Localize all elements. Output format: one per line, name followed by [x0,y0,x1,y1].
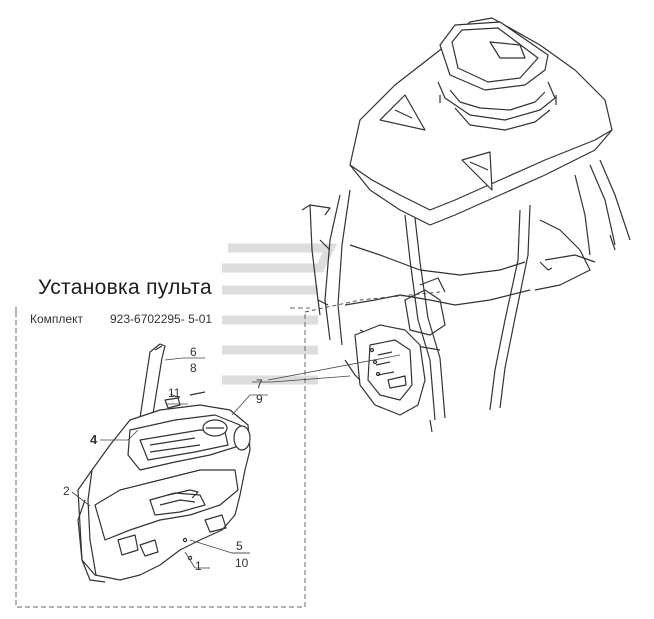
callout-leaders [71,354,401,569]
callout-11: 11 [168,386,181,400]
kit-label: Комплект [30,312,83,326]
callout-9: 9 [256,392,263,406]
callout-10: 10 [235,556,249,570]
kit-code: 923-6702295- 5-01 [110,312,213,326]
callout-8: 8 [190,361,197,375]
callout-5: 5 [236,539,243,553]
kit-frame [15,307,310,608]
callout-6: 6 [190,345,197,359]
callout-4: 4 [90,432,98,447]
drawing-title: Установка пульта [38,276,212,299]
console-drawing [77,343,251,583]
cab-drawing [301,17,631,433]
callout-2: 2 [63,484,70,498]
callout-1: 1 [195,559,202,573]
leader-line [304,291,441,313]
callout-7: 7 [256,377,263,391]
